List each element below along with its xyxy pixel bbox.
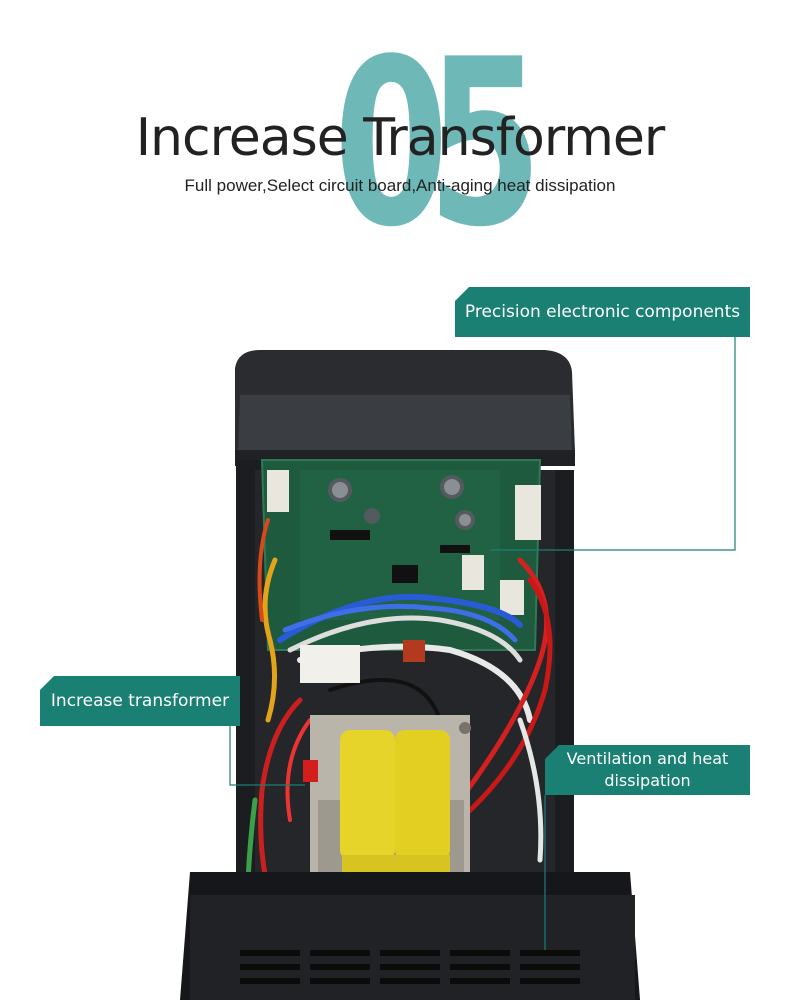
leader-lines: [229, 337, 736, 950]
terminal-block: [300, 645, 360, 683]
page-subtitle: Full power,Select circuit board,Anti-agi…: [184, 176, 616, 195]
bottom-casing: [180, 872, 640, 1000]
red-component: [403, 640, 425, 662]
red-terminal: [303, 760, 318, 782]
top-casing: [235, 350, 575, 466]
callout-transformer: Increase transformer: [40, 676, 240, 726]
callout-ventilation: Ventilation and heat dissipation: [545, 745, 750, 795]
callout-components: Precision electronic components: [455, 287, 750, 337]
page-title: Increase Transformer: [135, 108, 666, 168]
transformer: [310, 715, 471, 900]
